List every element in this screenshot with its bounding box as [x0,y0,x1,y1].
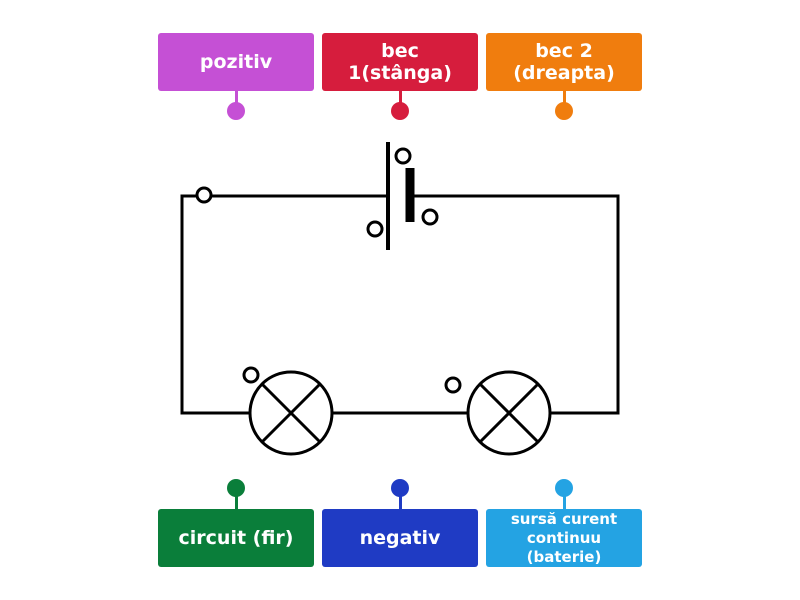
label-circuit[interactable]: circuit (fir) [158,509,314,567]
hotspot-wire[interactable] [195,186,213,204]
label-bec2-pin[interactable] [555,102,573,120]
hotspot-battery-left[interactable] [366,220,384,238]
wire-right-top [410,194,620,415]
battery-symbol [386,142,415,250]
label-negativ-stem [399,495,402,509]
bulb-right-cross-b [478,382,540,444]
label-sursa-stem [563,495,566,509]
bulb-left-cross-b [260,382,322,444]
wire-left-top [180,194,388,415]
label-bec2[interactable]: bec 2 (dreapta) [486,33,642,91]
label-pozitiv-pin[interactable] [227,102,245,120]
label-bec2-stem [563,91,566,105]
bulb-right-symbol [466,370,552,456]
label-pozitiv-stem [235,91,238,105]
label-sursa[interactable]: sursă curent continuu (baterie) [486,509,642,567]
label-bec1-stem [399,91,402,105]
label-negativ-pin[interactable] [391,479,409,497]
label-bec1-pin[interactable] [391,102,409,120]
hotspot-bulb-left[interactable] [242,366,260,384]
label-pozitiv[interactable]: pozitiv [158,33,314,91]
label-sursa-pin[interactable] [555,479,573,497]
hotspot-bulb-right[interactable] [444,376,462,394]
label-bec1[interactable]: bec 1(stânga) [322,33,478,91]
label-negativ[interactable]: negativ [322,509,478,567]
bulb-left-symbol [248,370,334,456]
label-circuit-pin[interactable] [227,479,245,497]
label-circuit-stem [235,495,238,509]
hotspot-battery-top[interactable] [394,147,412,165]
circuit-wire [180,194,620,415]
hotspot-battery-right[interactable] [421,208,439,226]
